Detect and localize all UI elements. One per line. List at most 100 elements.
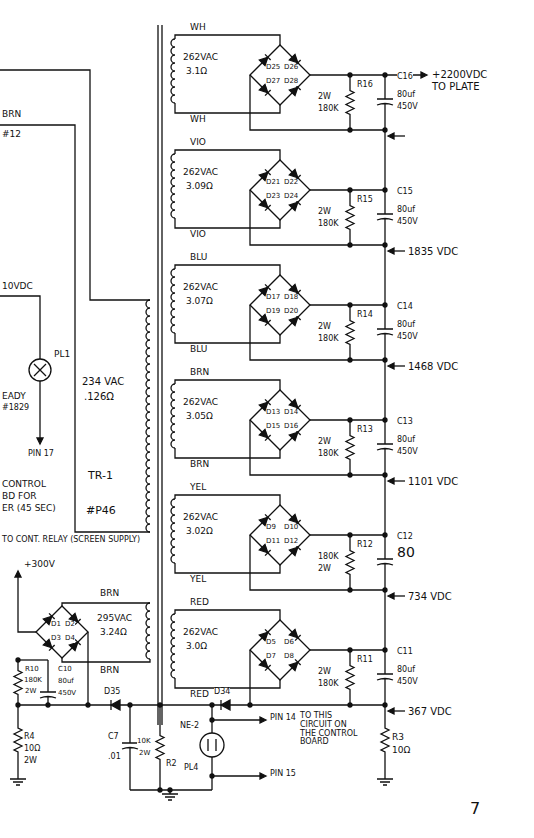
schematic-label: PL1 (54, 350, 70, 360)
schematic-label: 10VDC (2, 282, 33, 292)
schematic-label: RED (190, 690, 209, 700)
schematic-label: D23 (266, 193, 280, 201)
junction-dot (16, 658, 20, 662)
junction-dot (348, 533, 352, 537)
junction-dot (383, 648, 387, 652)
wire (175, 495, 280, 505)
schematic-label: 180K (24, 677, 42, 685)
schematic-label: 450V (397, 333, 418, 342)
schematic-label: 2W (318, 93, 331, 102)
schematic-label: 2W (318, 208, 331, 217)
arrow-head (388, 593, 394, 599)
schematic-label: D5 (266, 639, 276, 647)
junction-dot (158, 788, 162, 792)
wire (250, 190, 385, 245)
diode-bar (265, 90, 271, 96)
capacitor-symbol (377, 190, 393, 245)
schematic-label: TO THIS CIRCUIT ON THE CONTROL BOARD (300, 712, 362, 747)
bridge-rectifier (250, 45, 310, 105)
schematic-label: CONTROL (2, 480, 46, 490)
wire (250, 305, 385, 360)
schematic-label: BD FOR (2, 492, 36, 502)
diode-symbol (289, 169, 297, 177)
diode-symbol (289, 432, 297, 440)
schematic-label: BRN (100, 589, 119, 599)
diode-bar (265, 54, 271, 60)
schematic-label: TO CONT. RELAY (SCREEN SUPPLY) (2, 536, 152, 545)
schematic-label: BRN (190, 460, 209, 470)
junction-dot (348, 303, 352, 307)
capacitor-symbol (377, 650, 393, 705)
bridge-rectifier (250, 505, 310, 565)
schematic-label: 80uf (397, 666, 415, 675)
schematic-label: R16 (357, 81, 373, 90)
schematic-label: D16 (284, 423, 298, 431)
diode-symbol (289, 514, 297, 522)
diode-bar (265, 550, 271, 556)
wire (384, 245, 385, 305)
bridge-rectifier (250, 275, 310, 335)
schematic-label: 7 (470, 800, 480, 818)
resistor-symbol (346, 305, 354, 360)
schematic-label: D26 (284, 64, 298, 72)
schematic-label: VIO (190, 138, 206, 148)
schematic-label: 2W (139, 750, 150, 758)
schematic-label: PIN 17 (28, 450, 54, 459)
schematic-label: PIN 14 (270, 714, 296, 723)
schematic-label: RED (190, 598, 209, 608)
wire (250, 75, 385, 130)
schematic-label: R12 (357, 541, 373, 550)
wire (394, 480, 405, 481)
ground-symbol (377, 775, 393, 785)
wire (175, 218, 280, 228)
schematic-label: 2W (318, 438, 331, 447)
wire (394, 135, 405, 136)
arrow-head (388, 133, 394, 139)
diode-symbol (289, 202, 297, 210)
schematic-label: 262VAC (183, 168, 218, 178)
lamp-filament (34, 364, 46, 376)
wire (250, 535, 385, 590)
schematic-label: 262VAC (183, 283, 218, 293)
schematic-label: +300V (24, 560, 55, 570)
capacitor-symbol (377, 535, 393, 590)
diode-bar (265, 320, 271, 326)
wire (212, 719, 260, 720)
junction-dot (210, 774, 214, 778)
schematic-label: D17 (266, 294, 280, 302)
diode-symbol (289, 629, 297, 637)
coil-winding (146, 300, 150, 532)
diode-bar (110, 700, 111, 710)
wire (394, 595, 405, 596)
resistor-symbol (156, 705, 164, 790)
capacitor-symbol (377, 420, 393, 475)
junction-dot (348, 128, 352, 132)
arrow-head (388, 248, 394, 254)
wire (384, 360, 385, 420)
schematic-label: .01 (108, 753, 121, 762)
junction-dot (383, 303, 387, 307)
schematic-label: WH (190, 115, 206, 125)
wire (87, 632, 88, 705)
junction-dot (210, 718, 214, 722)
schematic-label: 2W (24, 757, 37, 766)
diode-bar (265, 284, 271, 290)
diode-symbol (289, 399, 297, 407)
schematic-label: R10 (25, 666, 39, 674)
diode-symbol (289, 284, 297, 292)
schematic-label: R14 (357, 311, 373, 320)
wire (175, 35, 280, 45)
capacitor-symbol (377, 305, 393, 360)
schematic-label: 80uf (58, 678, 74, 686)
bridge-rectifier (36, 606, 88, 658)
schematic-label: 1468 VDC (408, 361, 458, 372)
schematic-label: 262VAC (183, 513, 218, 523)
resistor-symbol (346, 75, 354, 130)
schematic-label: PL4 (184, 764, 198, 773)
schematic-label: D21 (266, 179, 280, 187)
schematic-label: D3 (51, 635, 61, 643)
diode-bar (295, 659, 301, 665)
schematic-label: 2W (25, 688, 36, 696)
schematic-label: TR-1 (88, 470, 113, 482)
